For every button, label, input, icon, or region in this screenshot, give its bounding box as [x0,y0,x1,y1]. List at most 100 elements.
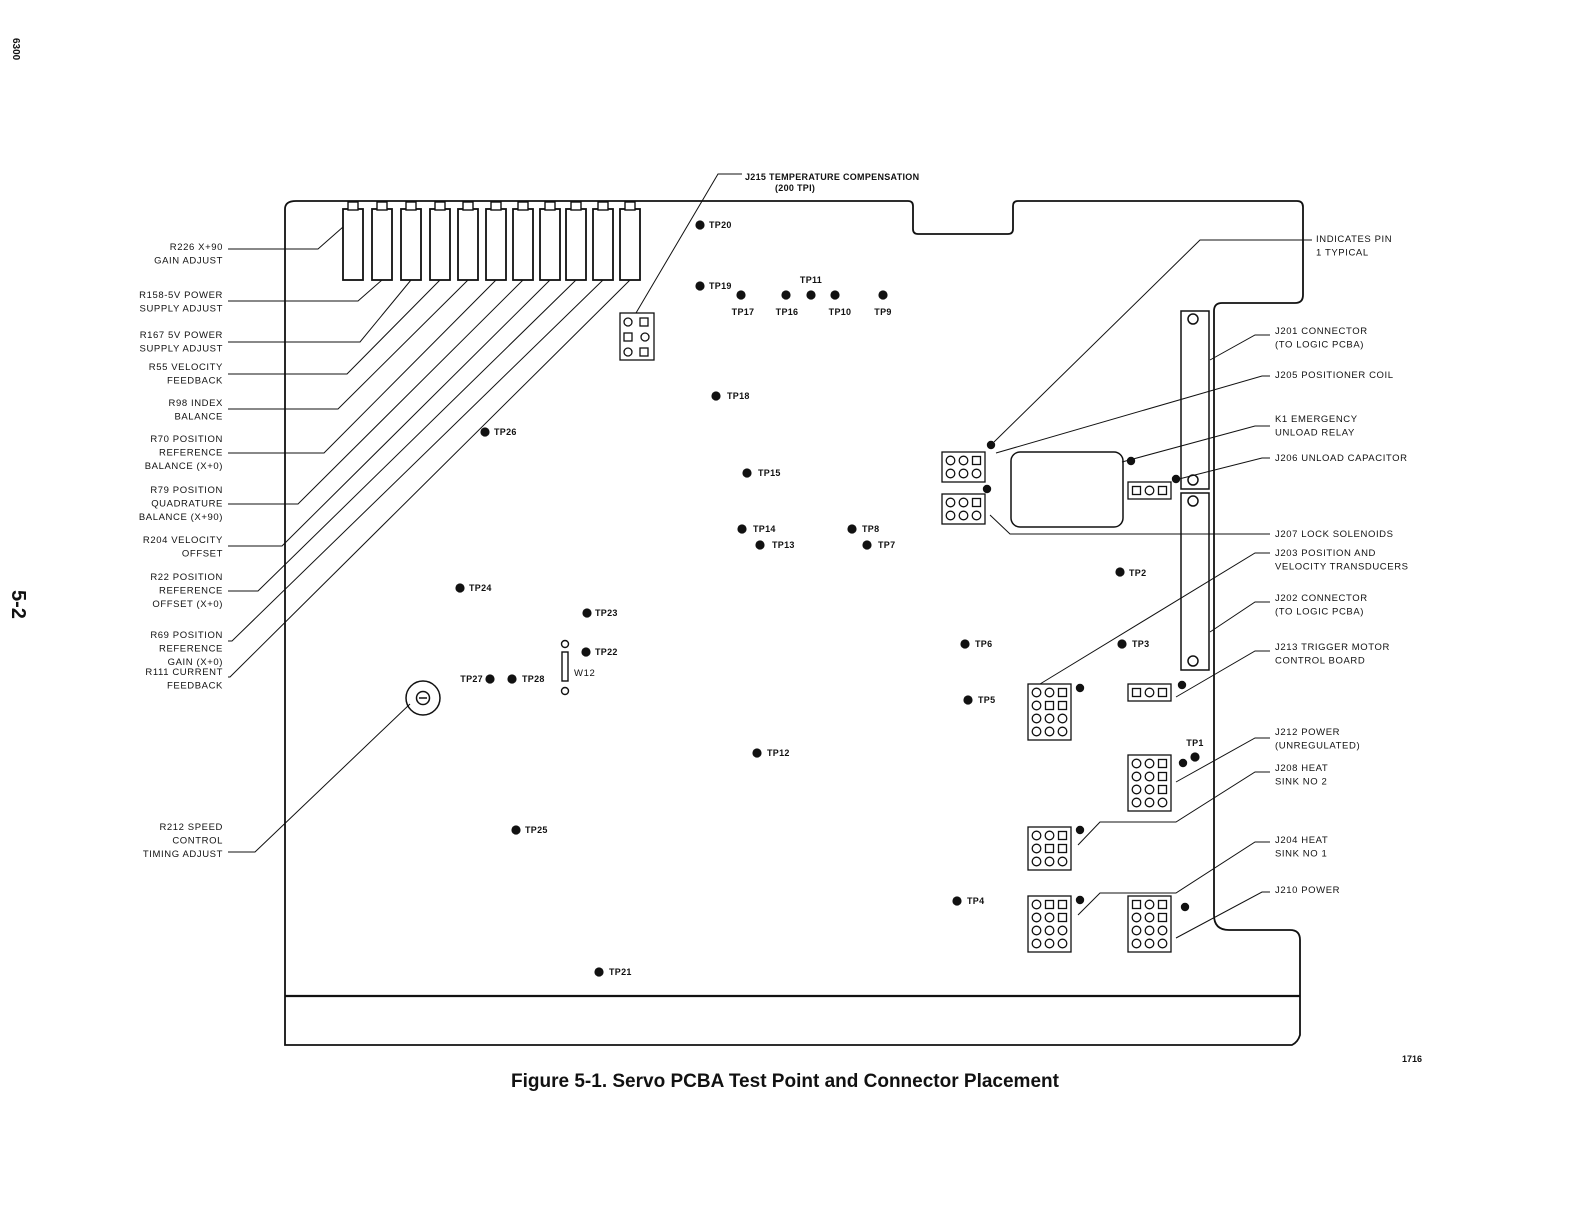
trim-pot [400,201,422,281]
test-point-dot [581,647,591,657]
potentiometer-bank [342,201,641,281]
j213-connector [1127,683,1172,702]
test-point-tp4: TP4 [952,896,984,906]
test-point-tp11: TP11 [800,275,822,300]
leader-line [1121,425,1270,463]
j215-connector [619,312,655,361]
label-line: R204 VELOCITY [143,535,223,546]
connector-group [941,451,1172,953]
test-point-label: TP28 [522,674,545,684]
test-point-label: TP9 [874,307,891,317]
label-line: REFERENCE [159,644,223,655]
j204-connector [1027,895,1072,953]
leader-line [989,514,1270,535]
j210-connector [1127,895,1172,953]
test-point-tp10: TP10 [829,290,851,317]
label-line: J205 POSITIONER COIL [1275,370,1394,381]
test-point-dot [711,391,721,401]
pin1-dot [986,440,996,450]
test-point-label: TP12 [767,748,790,758]
test-point-dot [806,290,816,300]
label-line: FEEDBACK [167,376,223,387]
test-point-label: TP26 [494,427,517,437]
test-point-label: TP3 [1132,639,1149,649]
label-line: (TO LOGIC PCBA) [1275,607,1364,618]
test-point-dot [752,748,762,758]
leader-line [995,375,1270,454]
pin1-dot [1075,895,1085,905]
pin1-dot [1171,474,1181,484]
test-point-dot [1117,639,1127,649]
test-point-label: TP24 [469,583,492,593]
test-point-dot [480,427,490,437]
test-point-tp12: TP12 [752,748,789,758]
test-point-dot [742,468,752,478]
j201-connector [1180,310,1210,490]
pin1-dot [1178,758,1188,768]
trim-pot [429,201,451,281]
test-point-dot [507,674,517,684]
label-j201: J201 CONNECTOR(TO LOGIC PCBA) [1275,326,1367,351]
label-line: SINK NO 1 [1275,849,1327,860]
label-line: J206 UNLOAD CAPACITOR [1275,453,1408,464]
leader-line [1175,737,1270,783]
test-point-tp25: TP25 [511,825,547,835]
board-outline [284,200,1304,1046]
test-point-label: TP2 [1129,568,1146,578]
test-point-label: TP18 [727,391,750,401]
label-line: J207 LOCK SOLENOIDS [1275,529,1394,540]
test-point-dot [737,524,747,534]
test-point-dot [485,674,495,684]
test-point-label: TP25 [525,825,548,835]
test-point-dot [781,290,791,300]
test-point-tp20: TP20 [695,220,731,230]
test-point-label: TP1 [1186,738,1203,748]
test-point-dot [960,639,970,649]
leader-line [228,279,497,454]
label-line: J213 TRIGGER MOTOR [1275,642,1390,653]
test-point-label: TP4 [967,896,984,906]
leader-line [228,279,383,302]
test-point-tp9: TP9 [874,290,891,317]
label-j212: J212 POWER(UNREGULATED) [1275,727,1360,752]
leader-line [228,703,411,853]
leader-line [1077,841,1270,916]
test-point-dot [695,281,705,291]
test-point-dot [695,220,705,230]
label-line: BALANCE [174,412,223,423]
label-line: R55 VELOCITY [149,362,223,373]
trim-pot [539,201,561,281]
j215-label: J215 TEMPERATURE COMPENSATION (200 TPI) [745,172,919,193]
label-line: TIMING ADJUST [143,849,223,860]
test-points: TP1TP2TP3TP4TP5TP6TP7TP8TP9TP10TP11TP12T… [455,220,1203,977]
w12-jumper [560,639,570,696]
leader-line [228,279,551,547]
test-point-dot [1115,567,1125,577]
leader-line [1077,771,1270,846]
test-point-dot [878,290,888,300]
test-point-tp2: TP2 [1115,567,1146,578]
test-point-tp7: TP7 [862,540,895,550]
label-line: J212 POWER [1275,727,1340,738]
test-point-label: TP7 [878,540,895,550]
test-point-tp14: TP14 [737,524,775,534]
test-point-label: TP13 [772,540,795,550]
j202-connector [1180,492,1210,671]
label-line: R79 POSITION [150,485,223,496]
test-point-label: TP27 [460,674,483,684]
label-line: J203 POSITION AND [1275,548,1376,559]
figure-caption: Figure 5-1. Servo PCBA Test Point and Co… [511,1071,1060,1092]
label-j207: J207 LOCK SOLENOIDS [1275,529,1394,540]
pin1-dot [982,484,992,494]
leader-line [1209,334,1270,361]
pin1-dot [1177,680,1187,690]
test-point-dot [963,695,973,705]
